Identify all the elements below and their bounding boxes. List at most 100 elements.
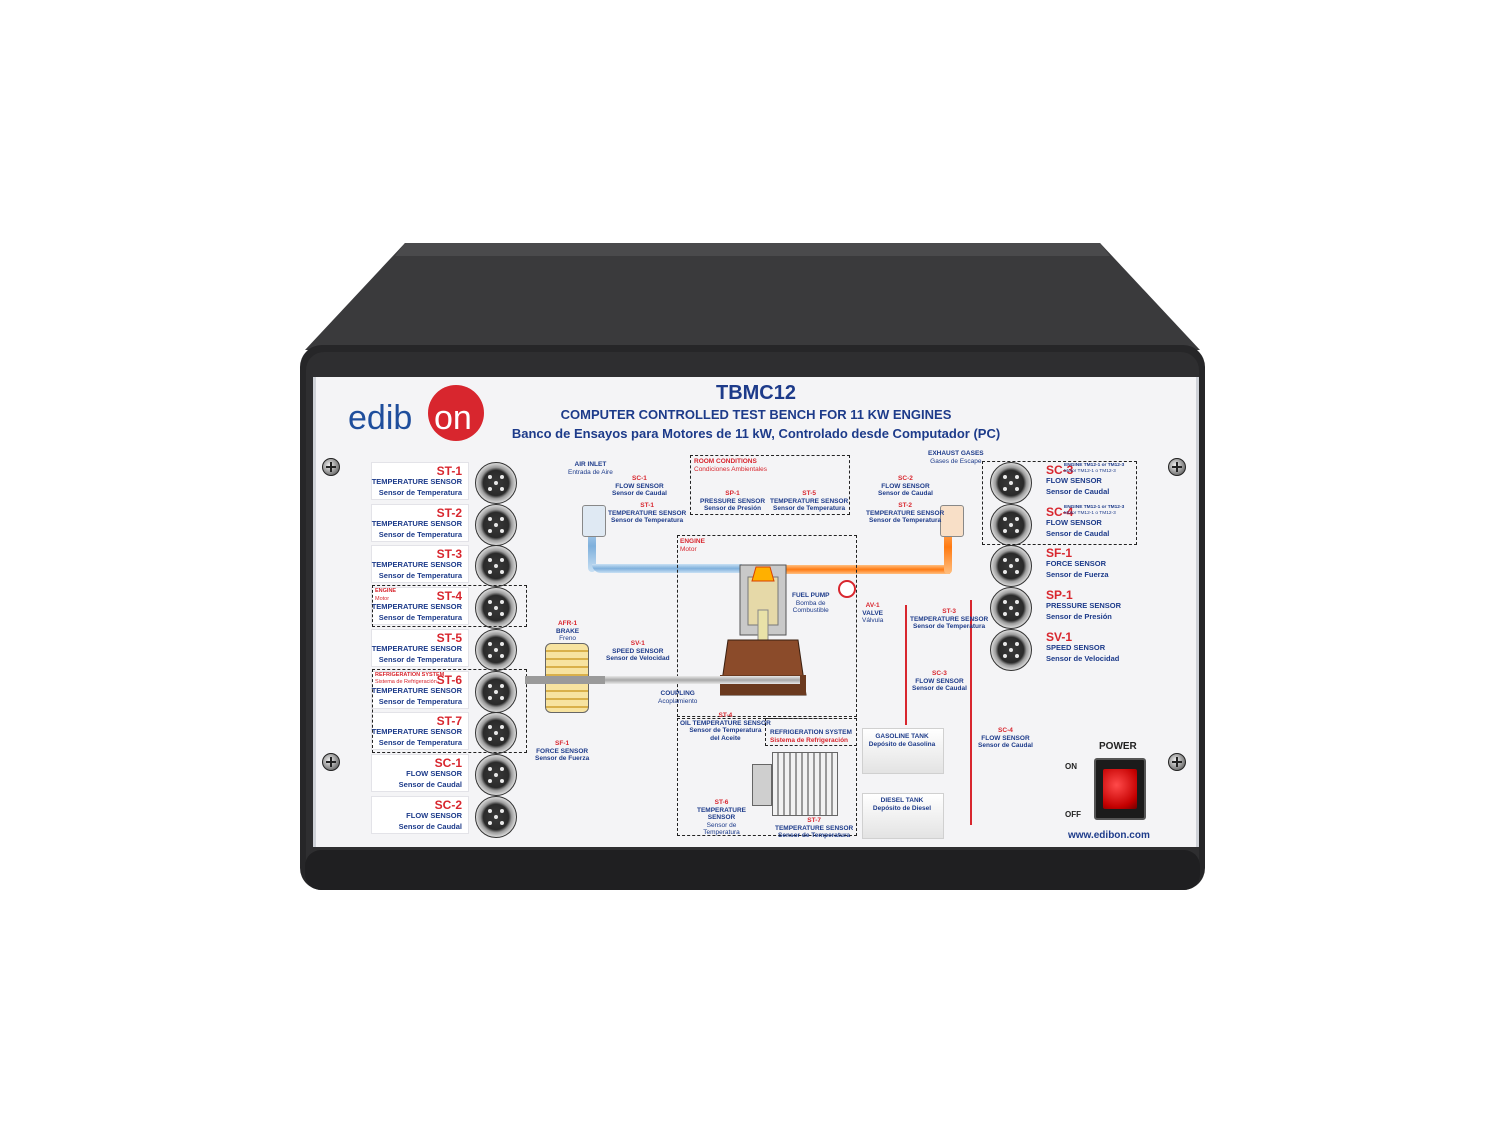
screw-icon: [1168, 753, 1186, 771]
screw-icon: [322, 458, 340, 476]
power-label: POWER: [1099, 741, 1137, 752]
sensor-row-left: ST-4 TEMPERATURE SENSOR Sensor de Temper…: [371, 587, 531, 630]
sensor-connector[interactable]: [990, 587, 1032, 630]
fuel-line: [905, 605, 907, 725]
sensor-code: ST-5: [436, 630, 462, 645]
st5-room-label: ST-5: [802, 490, 816, 497]
sensor-connector[interactable]: [990, 545, 1032, 588]
power-switch-rocker[interactable]: [1103, 769, 1137, 809]
sensor-connector[interactable]: [475, 545, 517, 588]
sensor-code: ST-1: [436, 464, 462, 478]
sensor-code: ST-7: [436, 714, 462, 729]
sensor-name-en: TEMPERATURE SENSOR: [371, 518, 462, 528]
gasoline-tank-label: GASOLINE TANK: [875, 733, 929, 740]
screw-icon: [1168, 458, 1186, 476]
exhaust-pipe: [770, 565, 950, 574]
sensor-row-right: SP-1 PRESSURE SENSOR Sensor de Presión: [988, 587, 1138, 630]
st3-label: ST-3: [942, 608, 956, 615]
sensor-code: ST-6: [436, 672, 462, 687]
st4-diagram-label: ST-4: [718, 712, 733, 719]
sensor-label: SF-1 FORCE SENSOR Sensor de Fuerza: [988, 545, 1136, 583]
st1-label: ST-1: [640, 502, 654, 509]
title-en: COMPUTER CONTROLLED TEST BENCH FOR 11 KW…: [560, 407, 952, 422]
shaft: [600, 676, 800, 684]
air-pipe: [592, 564, 742, 573]
sensor-connector[interactable]: [475, 712, 517, 755]
sensor-name-es: Sensor de Temperatura: [378, 738, 462, 748]
sensor-code: SC-3: [1046, 463, 1074, 477]
diesel-tank: [862, 793, 944, 839]
sensor-label: SV-1 SPEED SENSOR Sensor de Velocidad: [988, 629, 1136, 667]
refrigeration-label: REFRIGERATION SYSTEM: [770, 729, 852, 736]
sensor-name-en: FLOW SENSOR: [406, 768, 462, 778]
sensor-connector[interactable]: [475, 795, 517, 838]
sensor-connector[interactable]: [475, 628, 517, 671]
sensor-name-es: Sensor de Temperatura: [378, 488, 462, 497]
sensor-name-en: TEMPERATURE SENSOR: [371, 560, 462, 570]
sensor-row-right: SC-4 FLOW SENSOR Sensor de Caudal ENGINE…: [988, 503, 1138, 546]
sensor-code: SF-1: [1046, 546, 1073, 561]
sensor-label: ST-7 TEMPERATURE SENSOR Sensor de Temper…: [371, 712, 469, 751]
sensor-connector[interactable]: [475, 462, 517, 504]
sensor-name-en: TEMPERATURE SENSOR: [371, 602, 462, 612]
sensor-code: SC-4: [1046, 504, 1074, 519]
sensor-code: SP-1: [1046, 588, 1073, 603]
sc4-diagram-label: SC-4: [998, 727, 1013, 734]
sensor-connector[interactable]: [475, 753, 517, 796]
av1-label: AV-1: [865, 602, 880, 609]
screw-icon: [322, 753, 340, 771]
sensor-code: ST-3: [436, 547, 462, 562]
sensor-name-en: TEMPERATURE SENSOR: [371, 643, 462, 653]
radiator: [772, 752, 838, 816]
air-inlet-label: AIR INLET: [574, 461, 607, 468]
sensor-name-es: Sensor de Caudal: [398, 779, 462, 789]
sensor-note: ENGINE TM12-1 or TM12-3: [1064, 504, 1125, 510]
sensor-label: ST-2 TEMPERATURE SENSOR Sensor de Temper…: [371, 503, 469, 542]
sensor-connector[interactable]: [990, 503, 1032, 546]
engine-group-box: [372, 585, 527, 627]
sensor-label: SC-1 FLOW SENSOR Sensor de Caudal: [371, 753, 469, 792]
fuel-pump-label: FUEL PUMP: [792, 592, 830, 599]
sensor-label: ST-3 TEMPERATURE SENSOR Sensor de Temper…: [371, 545, 469, 584]
sensor-connector[interactable]: [990, 462, 1032, 504]
exhaust-riser: [944, 520, 952, 574]
engine-label: ENGINE: [680, 538, 705, 545]
sensor-label: ST-5 TEMPERATURE SENSOR Sensor de Temper…: [371, 628, 469, 667]
sensor-name-es: Sensor de Temperatura: [378, 571, 462, 581]
sensor-row-left: ST-1 TEMPERATURE SENSOR Sensor de Temper…: [371, 462, 531, 504]
sensor-row-left: ST-3 TEMPERATURE SENSOR Sensor de Temper…: [371, 545, 531, 588]
sensor-row-right: SF-1 FORCE SENSOR Sensor de Fuerza: [988, 545, 1138, 588]
sensor-name-es: Sensor de Caudal: [1046, 528, 1110, 538]
sensor-connector[interactable]: [475, 587, 517, 630]
model-title: TBMC12: [715, 382, 796, 404]
sensor-connector[interactable]: [475, 670, 517, 713]
edibon-logo: edib on: [348, 385, 488, 449]
sensor-name-en: TEMPERATURE SENSOR: [371, 727, 462, 737]
st6-diagram-label: ST-6: [714, 799, 729, 806]
right-sensor-column: SC-3 FLOW SENSOR Sensor de Caudal ENGINE…: [988, 462, 1138, 672]
exhaust-canister: [940, 505, 964, 537]
sf1-diagram-label: SF-1: [555, 740, 570, 747]
title-es: Banco de Ensayos para Motores de 11 kW, …: [511, 426, 1001, 441]
valve-icon: [838, 580, 856, 598]
sensor-connector[interactable]: [475, 503, 517, 546]
sensor-row-left: ST-6 TEMPERATURE SENSOR Sensor de Temper…: [371, 670, 531, 713]
power-switch[interactable]: [1094, 758, 1146, 820]
sensor-label: SC-4 FLOW SENSOR Sensor de Caudal: [988, 504, 1136, 542]
engine-box: [677, 535, 857, 717]
sensor-code: SC-2: [434, 797, 462, 812]
sensor-row-left: SC-2 FLOW SENSOR Sensor de Caudal: [371, 795, 531, 838]
refrigeration-title-box: [765, 718, 857, 746]
sensor-row-left: SC-1 FLOW SENSOR Sensor de Caudal: [371, 753, 531, 796]
sensor-row-left: ST-2 TEMPERATURE SENSOR Sensor de Temper…: [371, 503, 531, 546]
sensor-label: SC-2 FLOW SENSOR Sensor de Caudal: [371, 795, 469, 834]
power-on-label: ON: [1065, 762, 1077, 771]
air-filter: [582, 505, 606, 537]
room-conditions-label: ROOM CONDITIONS: [694, 458, 757, 465]
sensor-label: SP-1 PRESSURE SENSOR Sensor de Presión: [988, 587, 1136, 625]
room-conditions-box: [690, 455, 850, 515]
sensor-name-es: Sensor de Fuerza: [1046, 570, 1109, 580]
sensor-connector[interactable]: [990, 628, 1032, 671]
sensor-name-es: Sensor de Presión: [1046, 612, 1112, 622]
sc3-diagram-label: SC-3: [932, 670, 947, 677]
